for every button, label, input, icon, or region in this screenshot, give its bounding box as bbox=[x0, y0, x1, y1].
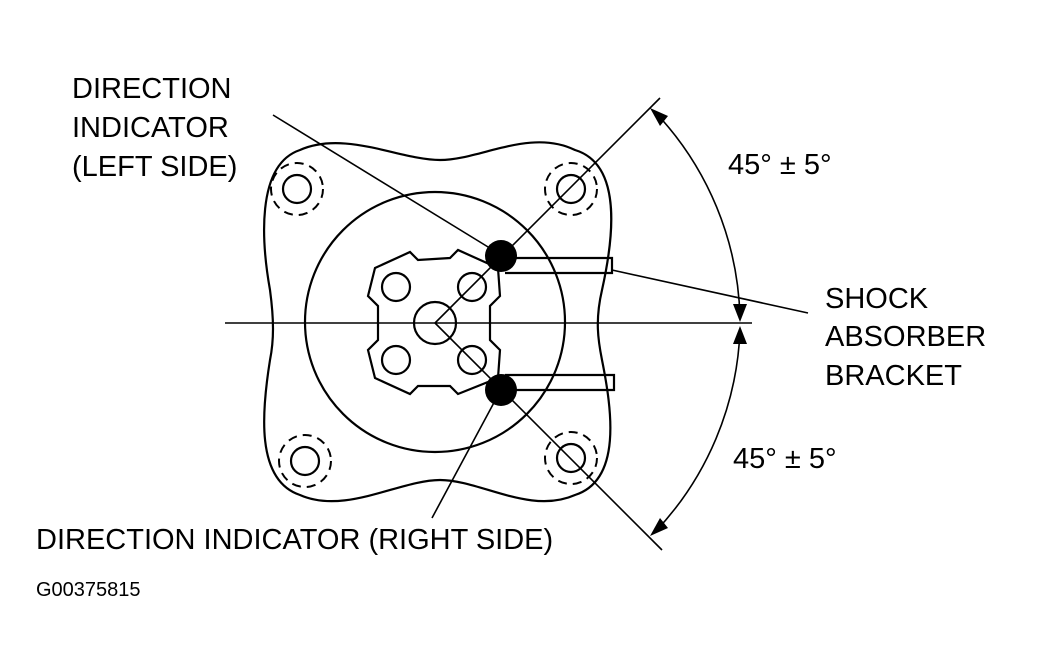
shock-bracket-lower bbox=[505, 373, 616, 392]
label-shock-bracket-line2: ABSORBER bbox=[825, 321, 986, 353]
label-angle-lower: 45° ± 5° bbox=[733, 443, 837, 475]
arrowhead-upper-end bbox=[733, 304, 747, 322]
inner-hole-top-right bbox=[456, 271, 488, 303]
arrowhead-lower-start bbox=[733, 326, 747, 344]
mounting-plate-outline bbox=[263, 141, 613, 503]
large-ring bbox=[303, 190, 567, 454]
bolt-top-right bbox=[544, 162, 598, 216]
diagonal-line-lower bbox=[434, 322, 663, 551]
label-shock-bracket-line3: BRACKET bbox=[825, 360, 962, 392]
label-left-indicator-line1: DIRECTION bbox=[72, 73, 232, 105]
direction-indicator-left-dot bbox=[485, 240, 517, 272]
angle-arc-upper bbox=[654, 111, 741, 319]
label-shock-bracket-line1: SHOCK bbox=[825, 283, 929, 315]
bolt-bottom-left bbox=[278, 434, 332, 488]
figure-code: G00375815 bbox=[36, 579, 141, 601]
label-right-indicator: DIRECTION INDICATOR (RIGHT SIDE) bbox=[36, 524, 553, 556]
direction-indicator-right-dot bbox=[485, 374, 517, 406]
angle-arc-lower bbox=[654, 329, 741, 533]
leader-left-indicator bbox=[272, 114, 494, 251]
arrowhead-upper-start bbox=[650, 108, 668, 126]
inner-hole-top-left bbox=[380, 271, 412, 303]
leader-shock-bracket bbox=[611, 269, 809, 314]
leader-right-indicator bbox=[431, 396, 498, 519]
label-left-indicator-line2: INDICATOR bbox=[72, 112, 229, 144]
inner-hole-bottom-right bbox=[456, 344, 488, 376]
bolt-top-left bbox=[270, 162, 324, 216]
arrowhead-lower-end bbox=[650, 518, 668, 536]
bolt-bottom-right bbox=[544, 431, 598, 485]
inner-hole-bottom-left bbox=[380, 344, 412, 376]
diagonal-line-upper bbox=[434, 97, 661, 324]
shock-bracket-upper bbox=[505, 256, 614, 275]
label-angle-upper: 45° ± 5° bbox=[728, 149, 832, 181]
label-left-indicator-line3: (LEFT SIDE) bbox=[72, 151, 237, 183]
